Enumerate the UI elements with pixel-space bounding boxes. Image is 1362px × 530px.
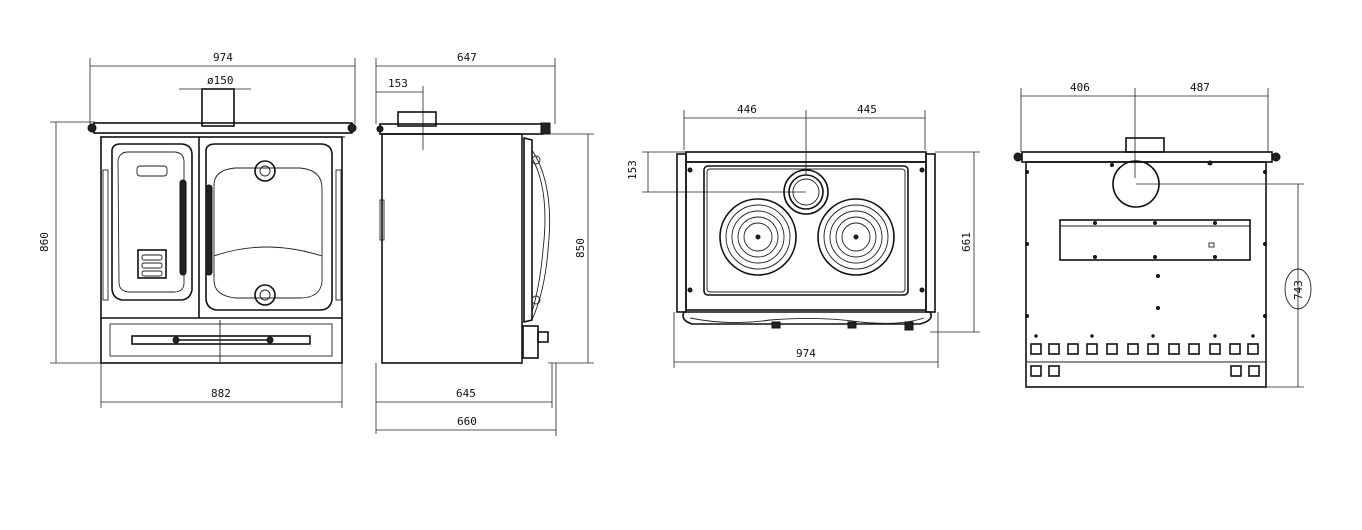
- side-body-depth-label: 645: [456, 387, 476, 400]
- top-depth-label: 661: [960, 232, 973, 252]
- top-flue-to-right-label: 445: [857, 103, 877, 116]
- rear-view: 406 487: [1013, 81, 1312, 388]
- flue-pipe: [201, 88, 235, 127]
- top-width-label: 974: [796, 347, 816, 360]
- front-height-label: 860: [38, 232, 51, 252]
- side-view: 647 153 850 645 660: [375, 51, 594, 436]
- rear-flue-to-right-label: 487: [1190, 81, 1210, 94]
- side-depth-top-label: 647: [457, 51, 477, 64]
- rear-flue-height-label: 743: [1292, 280, 1305, 300]
- top-flue-from-back-label: 153: [626, 160, 639, 180]
- top-left-to-flue-label: 446: [737, 103, 757, 116]
- side-flue-offset-label: 153: [388, 77, 408, 90]
- side-overall-depth-label: 660: [457, 415, 477, 428]
- front-flue-diameter-label: ø150: [207, 74, 234, 87]
- front-width-label: 974: [213, 51, 233, 64]
- front-base-width-label: 882: [211, 387, 231, 400]
- top-view: 446 445 153: [626, 103, 980, 368]
- rear-left-to-flue-label: 406: [1070, 81, 1090, 94]
- side-height-label: 850: [574, 238, 587, 258]
- front-view: 974 ø150: [38, 51, 357, 408]
